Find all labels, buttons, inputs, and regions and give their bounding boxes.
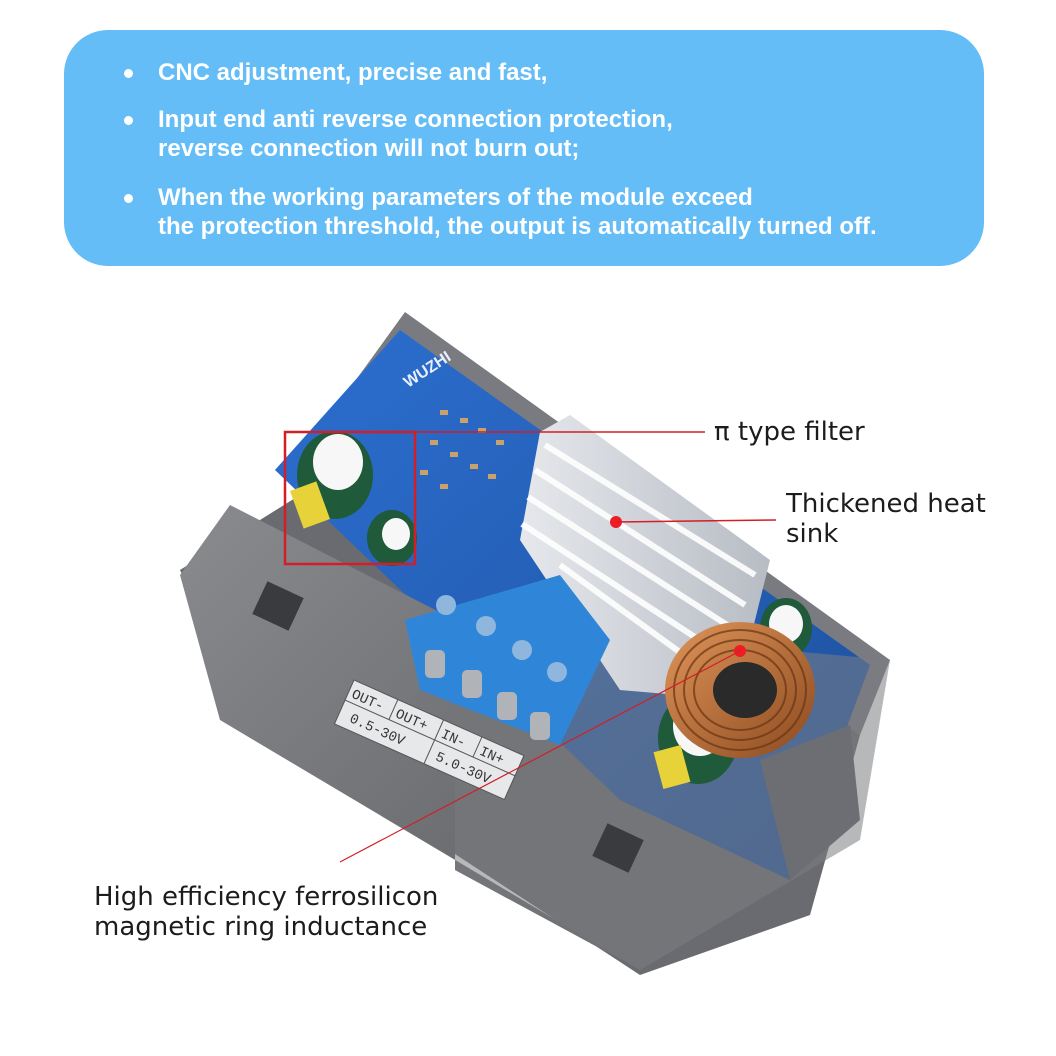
bullet-icon <box>124 116 133 125</box>
heat-sink-leader-line <box>615 519 777 523</box>
product-photo: OUT- OUT+ IN- IN+ 0.5-30V 5.0-30V WUZHI <box>180 312 890 975</box>
feature-text-block: When the working parameters of the modul… <box>158 183 877 241</box>
smd-components <box>420 410 504 489</box>
annotations <box>283 430 777 863</box>
callout-text: Thickened heat <box>786 489 986 519</box>
feature-text: Input end anti reverse connection protec… <box>158 106 673 133</box>
case-clip <box>252 581 304 631</box>
feature-text: reverse connection will not burn out; <box>158 135 580 162</box>
callout-text: sink <box>786 519 839 549</box>
bullet-icon <box>124 69 133 78</box>
feature-text-block: Input end anti reverse connection protec… <box>158 105 673 163</box>
terminal-label: OUT- OUT+ IN- IN+ 0.5-30V 5.0-30V <box>333 679 525 801</box>
toroid-inductor <box>665 622 815 758</box>
callout-text: magnetic ring inductance <box>94 912 428 942</box>
case-clip <box>592 823 644 873</box>
feature-text: When the working parameters of the modul… <box>158 184 753 211</box>
capacitor-small-left <box>367 510 417 566</box>
terminal-block <box>405 575 610 745</box>
feature-text: the protection threshold, the output is … <box>158 213 877 240</box>
callout-text: High efficiency ferrosilicon <box>94 882 439 912</box>
feature-banner: CNC adjustment, precise and fast, Input … <box>64 30 984 266</box>
pi-filter-highlight-box <box>283 430 417 566</box>
capacitor-large-left <box>290 431 373 529</box>
feature-text: CNC adjustment, precise and fast, <box>158 59 548 86</box>
bullet-icon <box>124 194 133 203</box>
inductor-leader-line <box>339 650 741 863</box>
callout-inductor: High efficiency ferrosilicon magnetic ri… <box>94 882 438 942</box>
callout-pi-filter: π type filter <box>714 417 865 447</box>
callout-heat-sink: Thickened heat sink <box>786 489 986 549</box>
